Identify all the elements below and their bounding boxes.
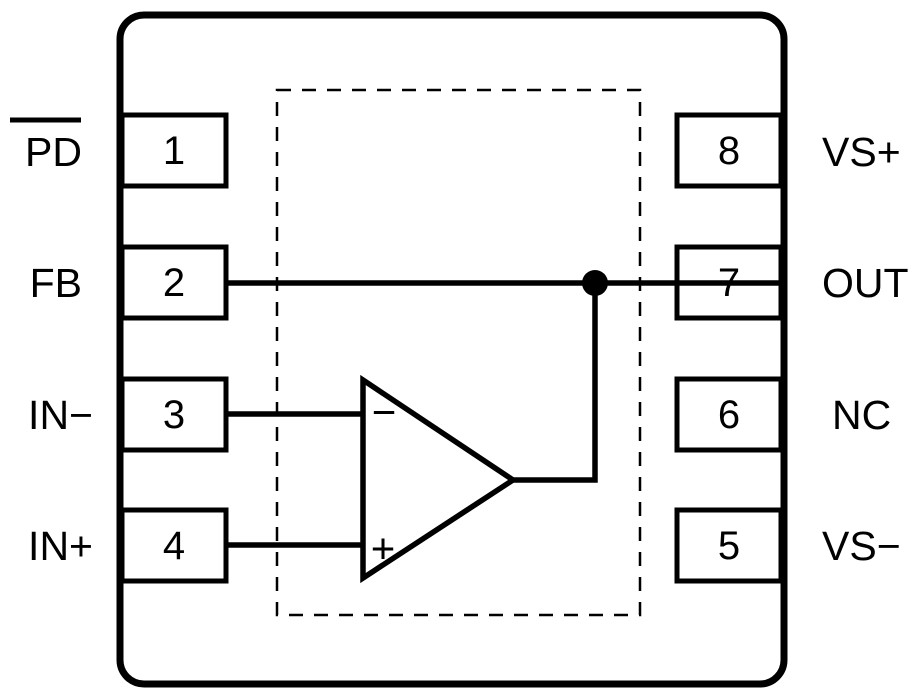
pin-2[interactable]: 2 [119,244,229,321]
opamp-symbol [360,374,518,584]
pin-4-label: IN+ [28,523,93,569]
pin-7-label: OUT [822,260,909,306]
pin-8[interactable]: 8 [674,112,784,189]
pin-6-box[interactable] [674,376,784,453]
pin-6-number: 6 [718,393,740,437]
pin-2-label: FB [30,260,82,306]
pin-2-number: 2 [163,261,185,305]
pin-3-number: 3 [163,393,185,437]
die-boundary-dashed [275,88,642,617]
trace-feedback-drop [513,283,598,483]
pin-6-label: NC [832,392,891,438]
junction-node-dot [582,270,608,296]
pin-1-number: 1 [163,129,185,173]
pin-5-number: 5 [718,524,740,568]
pin-4-box[interactable] [119,507,229,584]
pin-5-label: VS− [822,523,901,569]
pin-1-label-group: PD [10,117,82,175]
pin-1-label: PD [25,129,82,175]
pin-1-box[interactable] [119,112,229,189]
pin-4-number: 4 [163,524,185,568]
pin-2-box[interactable] [119,244,229,321]
pin-5-box[interactable] [674,507,784,584]
pin-8-box[interactable] [674,112,784,189]
pin-3-label: IN− [28,392,93,438]
pin-3[interactable]: 3 [119,376,229,453]
pin-8-label: VS+ [822,129,901,175]
chip-package-outline [116,11,788,688]
pin-8-number: 8 [718,129,740,173]
pin-6[interactable]: 6 [674,376,784,453]
opamp-inverting-sign: − [372,389,397,436]
pin-1[interactable]: 1 [119,112,229,189]
pin-5[interactable]: 5 [674,507,784,584]
opamp-noninverting-sign: + [371,525,396,572]
pin-4[interactable]: 4 [119,507,229,584]
